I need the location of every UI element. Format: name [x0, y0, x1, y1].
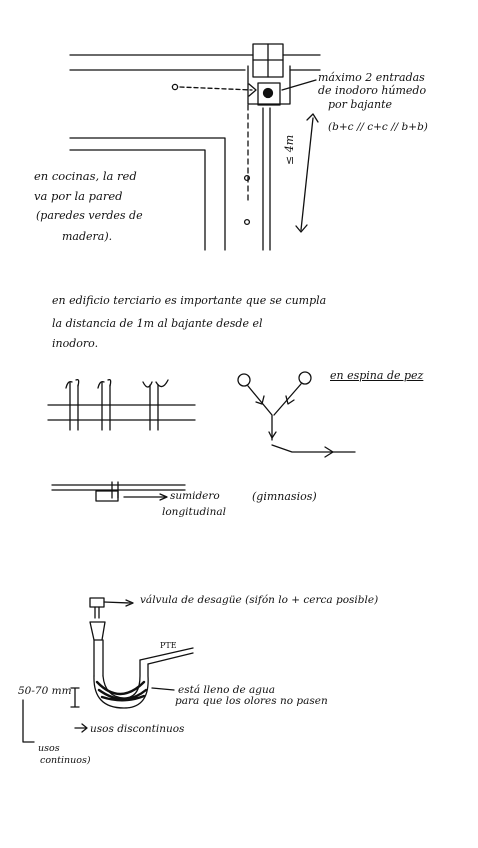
tertiary-note-2: la distancia de 1m al bajante desde el	[52, 317, 263, 330]
herringbone-label-text: en espina de pez	[330, 369, 424, 382]
continuous-uses-label-1: usos	[38, 743, 60, 754]
floor-plan-sketch	[69, 43, 321, 251]
tertiary-note-3: inodoro.	[52, 337, 99, 350]
continuous-uses-label-2: continuos)	[40, 755, 91, 766]
height-label: 50-70 mm	[18, 685, 72, 697]
max-entries-note-2: de inodoro húmedo	[318, 84, 427, 97]
siphon-sketch	[22, 597, 194, 743]
discontinuous-uses-label: usos discontinuos	[90, 723, 185, 735]
entry-combinations: (b+c // c+c // b+b)	[328, 121, 428, 133]
manifold-sketch	[47, 378, 196, 431]
max-entries-note-3: por bajante	[328, 98, 393, 111]
valve-label: válvula de desagüe (sifón lo + cerca pos…	[140, 594, 379, 606]
max-entries-note-1: máximo 2 entradas	[318, 71, 425, 84]
herringbone-label: en espina de pez	[330, 369, 424, 383]
kitchen-note-2: va por la pared	[34, 189, 123, 203]
pte-label: PTE	[160, 641, 177, 650]
distance-label: ≤ 4m	[283, 134, 296, 165]
kitchen-note-4: madera).	[62, 230, 113, 243]
sumidero-sketch	[51, 481, 186, 502]
kitchen-note-3: (paredes verdes de	[36, 209, 143, 222]
water-note-2: para que los olores no pasen	[175, 695, 328, 707]
kitchen-note-1: en cocinas, la red	[34, 169, 137, 183]
gym-note: (gimnasios)	[252, 490, 317, 503]
tertiary-note-1: en edificio terciario es importante que …	[52, 294, 327, 307]
sumidero-label-2: longitudinal	[162, 506, 226, 518]
herringbone-sketch	[237, 371, 356, 458]
water-note-1: está lleno de agua	[178, 684, 276, 696]
sumidero-label-1: sumidero	[170, 490, 220, 502]
